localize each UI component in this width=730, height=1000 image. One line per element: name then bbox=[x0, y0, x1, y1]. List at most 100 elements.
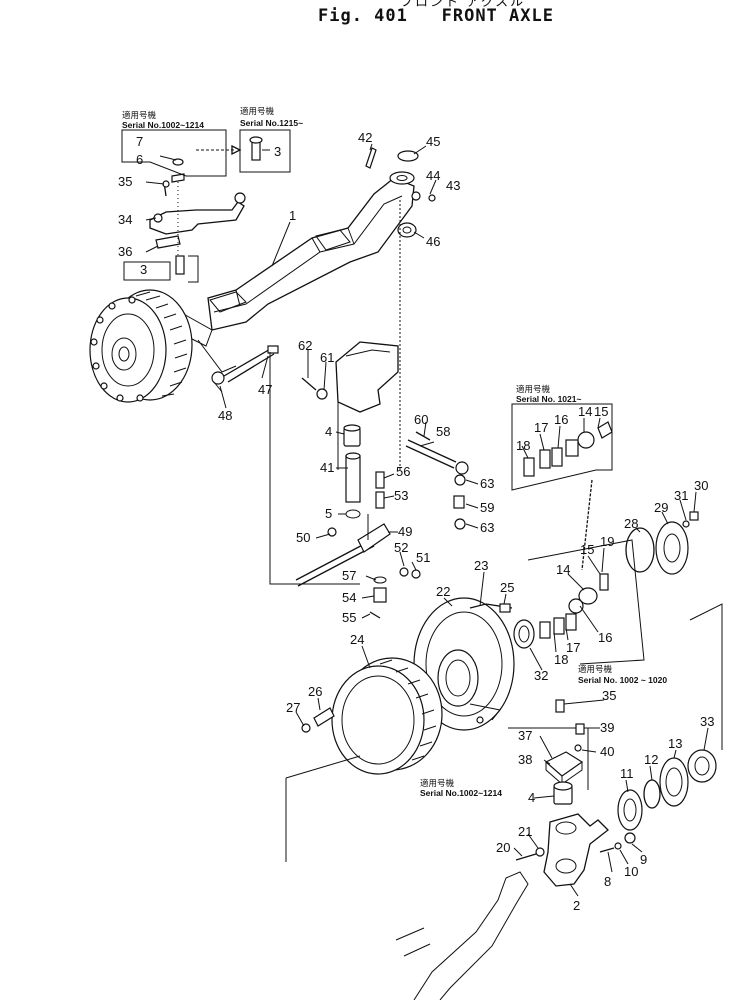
part-label-23: 23 bbox=[474, 558, 488, 573]
part-label-2: 2 bbox=[573, 898, 580, 913]
part-label-3a: 3 bbox=[274, 144, 281, 159]
serial-box-d: 適用号機 Serial No. 1002 ~ 1020 bbox=[527, 539, 667, 685]
figure-number: Fig. 401 bbox=[318, 6, 408, 26]
part-label-35a: 35 bbox=[118, 174, 132, 189]
brake-drum bbox=[331, 657, 443, 775]
part-label-48: 48 bbox=[218, 408, 232, 423]
part-label-49: 49 bbox=[398, 524, 412, 539]
serial-note-e: Serial No.1002~1214 bbox=[420, 788, 502, 798]
part-label-5: 5 bbox=[325, 506, 332, 521]
part-label-39: 39 bbox=[600, 720, 614, 735]
serial-box-b: 適用号機 Serial No.1215~ bbox=[239, 106, 303, 173]
part-label-17a: 17 bbox=[534, 420, 548, 435]
part-label-43: 43 bbox=[446, 178, 460, 193]
part-label-60: 60 bbox=[414, 412, 428, 427]
serial-note-e-jp: 適用号機 bbox=[420, 778, 455, 789]
wheel-hub-drum bbox=[89, 289, 193, 403]
part-label-28: 28 bbox=[624, 516, 638, 531]
part-label-14b: 14 bbox=[556, 562, 570, 577]
part-label-56: 56 bbox=[396, 464, 410, 479]
part-label-63a: 63 bbox=[480, 476, 494, 491]
part-label-8: 8 bbox=[604, 874, 611, 889]
part-label-19: 19 bbox=[600, 534, 614, 549]
figure-name: FRONT AXLE bbox=[441, 6, 554, 26]
part-label-24: 24 bbox=[350, 632, 364, 647]
part-label-15b: 15 bbox=[580, 542, 594, 557]
steering-knuckle-lower bbox=[515, 781, 636, 887]
part-label-17b: 17 bbox=[566, 640, 580, 655]
seal-32 bbox=[513, 619, 535, 649]
part-label-41: 41 bbox=[320, 460, 334, 475]
part-label-52: 52 bbox=[394, 540, 408, 555]
tie-rod-58 bbox=[405, 431, 469, 530]
part-label-4a: 4 bbox=[325, 424, 332, 439]
adjuster-parts bbox=[301, 707, 335, 733]
part-label-3b: 3 bbox=[140, 262, 147, 277]
part-label-18b: 18 bbox=[554, 652, 568, 667]
bracket-part-3 bbox=[123, 255, 199, 283]
part-label-10: 10 bbox=[624, 864, 638, 879]
steering-arm-linkage bbox=[149, 158, 246, 275]
serial-note-b: Serial No.1215~ bbox=[240, 118, 303, 128]
part-label-42: 42 bbox=[358, 130, 372, 145]
bracket-lower bbox=[285, 755, 361, 862]
part-label-46: 46 bbox=[426, 234, 440, 249]
figure-title: Fig. 401 FRONT AXLE bbox=[318, 6, 554, 26]
part-label-50: 50 bbox=[296, 530, 310, 545]
bearings-seals bbox=[617, 603, 723, 831]
serial-note-c-jp: 適用号機 bbox=[516, 384, 551, 395]
part-label-14a: 14 bbox=[578, 404, 592, 419]
part-label-55: 55 bbox=[342, 610, 356, 625]
part-label-33: 33 bbox=[700, 714, 714, 729]
part-label-57: 57 bbox=[342, 568, 356, 583]
part-label-63b: 63 bbox=[480, 520, 494, 535]
serial-box-c: 適用号機 Serial No. 1021~ bbox=[511, 384, 613, 491]
part-label-53: 53 bbox=[394, 488, 408, 503]
part-label-15a: 15 bbox=[594, 404, 608, 419]
hub-cap-parts bbox=[625, 511, 699, 575]
part-label-51: 51 bbox=[416, 550, 430, 565]
serial-note-d: Serial No. 1002 ~ 1020 bbox=[578, 675, 667, 685]
figure-japanese-title: フロント アクスル bbox=[400, 0, 526, 10]
part-label-11: 11 bbox=[620, 766, 634, 781]
part-label-16a: 16 bbox=[554, 412, 568, 427]
part-label-9: 9 bbox=[640, 852, 647, 867]
steering-knuckle-upper bbox=[269, 341, 399, 585]
part-label-27: 27 bbox=[286, 700, 300, 715]
part-label-36: 36 bbox=[118, 244, 132, 259]
part-label-25: 25 bbox=[500, 580, 514, 595]
part-label-32: 32 bbox=[534, 668, 548, 683]
part-label-7: 7 bbox=[136, 134, 143, 149]
part-label-61: 61 bbox=[320, 350, 334, 365]
serial-note-a-jp: 適用号機 bbox=[122, 110, 157, 121]
part-label-21: 21 bbox=[518, 824, 532, 839]
axle-beam bbox=[177, 171, 415, 373]
part-label-29: 29 bbox=[654, 500, 668, 515]
part-label-37: 37 bbox=[518, 728, 532, 743]
part-label-34: 34 bbox=[118, 212, 132, 227]
tie-rod-end bbox=[211, 345, 279, 393]
kingpin-top-parts bbox=[365, 147, 436, 470]
serial-note-d-jp: 適用号機 bbox=[578, 664, 613, 675]
hub-bolts bbox=[90, 296, 144, 402]
part-label-22: 22 bbox=[436, 584, 450, 599]
part-label-6: 6 bbox=[136, 152, 143, 167]
serial-box-e: 適用号機 Serial No.1002~1214 bbox=[420, 699, 589, 798]
part-label-58: 58 bbox=[436, 424, 450, 439]
part-label-30: 30 bbox=[694, 478, 708, 493]
part-label-62: 62 bbox=[298, 338, 312, 353]
part-label-59: 59 bbox=[480, 500, 494, 515]
drum-fins bbox=[135, 291, 188, 397]
steering-arm-lower bbox=[413, 871, 529, 1000]
part-label-47: 47 bbox=[258, 382, 272, 397]
knuckle-arm-parts bbox=[295, 514, 421, 587]
figure-header: フロント アクスル Fig. 401 FRONT AXLE bbox=[0, 0, 730, 30]
serial-note-b-jp: 適用号機 bbox=[240, 106, 275, 117]
part-label-13: 13 bbox=[668, 736, 682, 751]
part-label-4b: 4 bbox=[528, 790, 535, 805]
leader-lines bbox=[145, 143, 709, 897]
part-label-12: 12 bbox=[644, 752, 658, 767]
part-label-35b: 35 bbox=[602, 688, 616, 703]
part-label-38: 38 bbox=[518, 752, 532, 767]
